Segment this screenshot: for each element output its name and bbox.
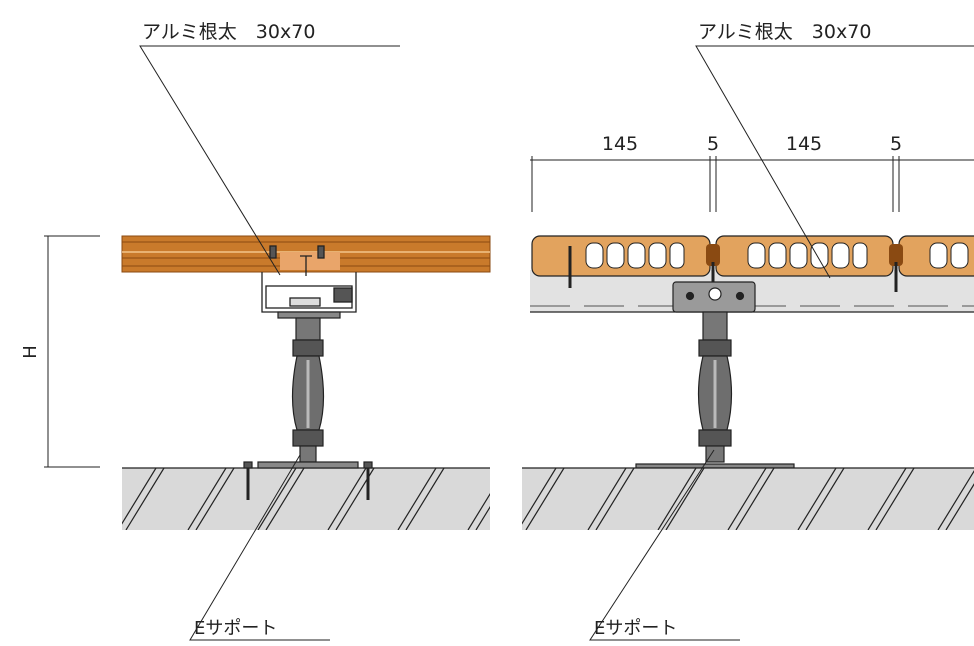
dim-board-2: 145 bbox=[786, 133, 822, 155]
support-label-right: Eサポート bbox=[594, 618, 677, 639]
concrete-slab-right bbox=[522, 467, 974, 530]
joist-bracket-right bbox=[672, 281, 756, 313]
leader-lines-right bbox=[589, 45, 974, 641]
joist-label-right: アルミ根太 30x70 bbox=[698, 21, 871, 43]
e-support-left bbox=[257, 311, 359, 469]
board-width-dimension bbox=[530, 156, 974, 212]
dim-gap-2: 5 bbox=[890, 133, 902, 155]
aluminum-joist-left bbox=[261, 245, 357, 313]
support-label-left: Eサポート bbox=[194, 618, 277, 639]
hollow-deck-boards bbox=[531, 235, 974, 277]
height-label: H bbox=[20, 345, 41, 359]
e-support-right bbox=[635, 311, 795, 469]
leader-lines-left bbox=[139, 45, 400, 641]
joist-label-left: アルミ根太 30x70 bbox=[142, 21, 315, 43]
dim-board-1: 145 bbox=[602, 133, 638, 155]
height-dimension bbox=[44, 235, 100, 468]
concrete-slab-left bbox=[122, 467, 490, 530]
dim-gap-1: 5 bbox=[707, 133, 719, 155]
anchor-screws-left bbox=[243, 461, 373, 500]
